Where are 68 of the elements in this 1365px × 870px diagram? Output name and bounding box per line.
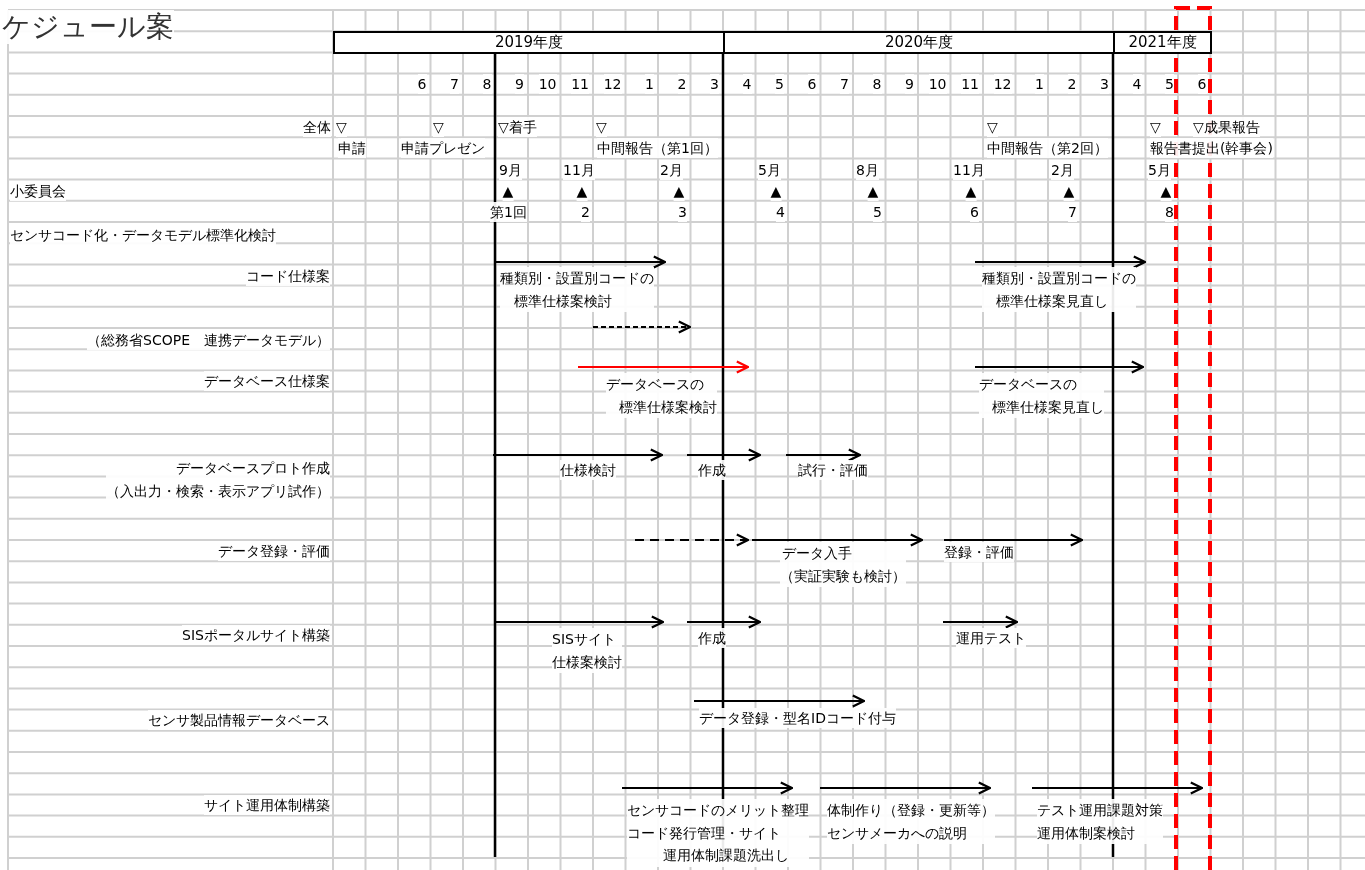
month-number: 11	[571, 74, 589, 94]
task-caption: 運用テスト	[956, 628, 1026, 648]
task-name: センサ製品情報データベース	[148, 710, 330, 730]
title: ケジュール案	[2, 10, 174, 44]
month-number: 11	[961, 74, 979, 94]
row-heading: 全体	[303, 117, 331, 137]
task-caption: データベースの標準仕様案見直し	[979, 373, 1104, 419]
task-caption: SISサイト仕様案検討	[552, 628, 622, 674]
month-label: 11月	[563, 160, 595, 180]
task-caption: データベースの標準仕様案検討	[606, 373, 717, 419]
milestone-caption: 中間報告（第2回）	[987, 138, 1108, 158]
month-number: 3	[1100, 74, 1109, 94]
milestone-label: ▽着手	[498, 117, 537, 137]
month-number: 6	[1197, 74, 1207, 94]
task-caption: 作成	[698, 460, 726, 480]
task-name: データ登録・評価	[218, 541, 330, 561]
milestone-caption: 申請プレゼン	[401, 138, 485, 158]
year-label: 2020年度	[884, 33, 954, 53]
milestone-caption: 申請	[338, 138, 366, 158]
task-name: データベース仕様案	[204, 371, 330, 391]
month-number: 9	[515, 74, 524, 94]
month-number: 7	[450, 74, 459, 94]
month-number: 12	[993, 74, 1012, 94]
task-caption: 試行・評価	[798, 460, 868, 480]
year-label: 2021年度	[1128, 33, 1197, 53]
fiscal-year-header	[333, 31, 725, 55]
milestone-caption: 報告書提出(幹事会)	[1150, 138, 1273, 158]
month-number: 8	[872, 74, 882, 94]
month-number: 6	[807, 74, 817, 94]
month-number: 5	[775, 74, 784, 94]
month-number: 9	[905, 74, 914, 94]
task-caption: テスト運用課題対策運用体制案検討	[1037, 799, 1163, 845]
task-caption: 仕様検討	[560, 460, 616, 480]
task-caption: データ登録・型名IDコード付与	[699, 708, 896, 728]
month-number: 5	[1165, 74, 1174, 94]
task-name: サイト運用体制構築	[204, 795, 330, 815]
month-number: 3	[710, 74, 719, 94]
month-number: 8	[482, 74, 492, 94]
month-number: 10	[928, 74, 947, 94]
fiscal-year-header	[1113, 31, 1212, 55]
month-number: 1	[645, 74, 654, 94]
milestone-caption: 中間報告（第1回）	[597, 138, 718, 158]
task-caption: 種類別・設置別コードの標準仕様案見直し	[982, 267, 1136, 313]
month-number: 7	[840, 74, 849, 94]
month-number: 6	[417, 74, 427, 94]
month-number: 12	[603, 74, 622, 94]
month-number: 4	[1132, 74, 1142, 94]
task-caption: センサコードのメリット整理コード発行管理・サイト運用体制課題洗出し	[627, 799, 809, 867]
year-label: 2019年度	[494, 33, 564, 53]
milestone-label: ▽成果報告	[1193, 117, 1260, 137]
task-name: SISポータルサイト構築	[182, 625, 330, 645]
fiscal-year-header	[723, 31, 1115, 55]
month-number: 2	[1067, 74, 1077, 94]
task-caption: 作成	[698, 628, 726, 648]
month-number: 2	[677, 74, 687, 94]
month-number: 10	[538, 74, 557, 94]
meeting-number: 第1回	[490, 202, 527, 222]
task-caption: データ入手（実証実験も検討）	[780, 542, 906, 588]
task-caption: 登録・評価	[944, 542, 1014, 562]
task-caption: 種類別・設置別コードの標準仕様案検討	[500, 267, 654, 313]
month-label: 11月	[953, 160, 985, 180]
month-number: 4	[742, 74, 752, 94]
task-caption: 体制作り（登録・更新等）センサメーカへの説明	[827, 799, 995, 845]
task-name: （総務省SCOPE 連携データモデル）	[87, 330, 330, 350]
section-heading: センサコード化・データモデル標準化検討	[10, 225, 276, 245]
month-number: 1	[1035, 74, 1044, 94]
row-heading: 小委員会	[10, 181, 66, 201]
task-name: コード仕様案	[246, 266, 330, 286]
